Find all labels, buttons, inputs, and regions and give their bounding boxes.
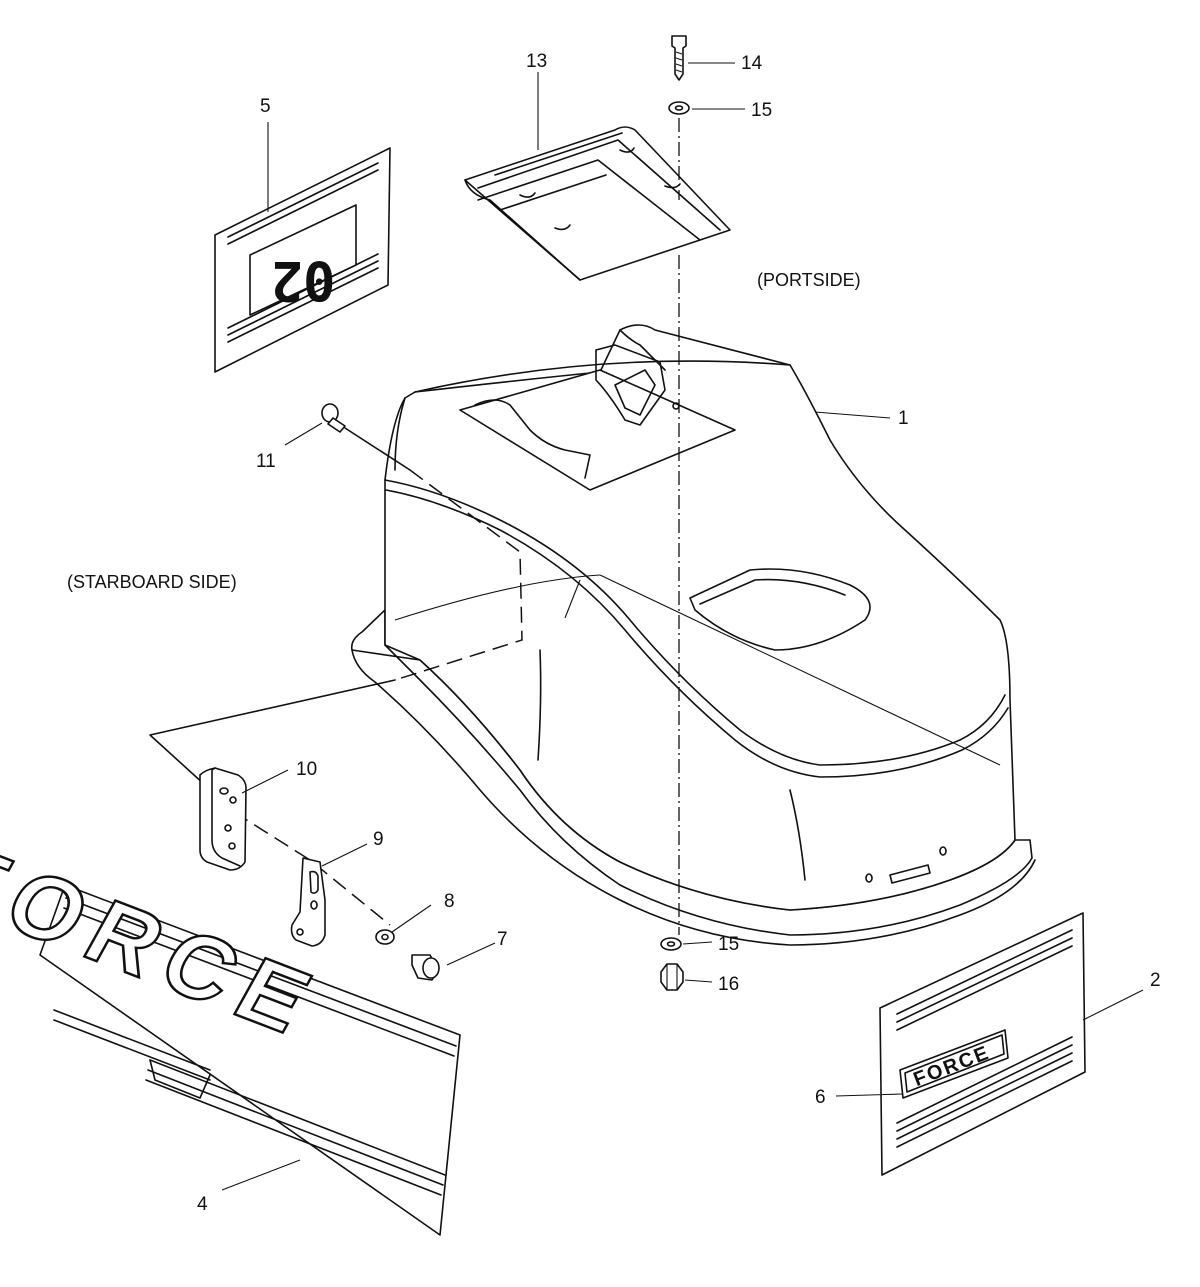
callout-7: 7 [497,929,508,950]
portside-label: (PORTSIDE) [757,270,861,290]
bracket-10 [199,767,247,871]
top-cowl [350,324,1036,946]
starboard-side-label: (STARBOARD SIDE) [67,572,237,592]
callout-6: 6 [815,1087,826,1108]
vent-cover [464,126,731,281]
leader-lines [221,62,1144,1191]
callout-9: 9 [373,829,384,850]
screw-11 [321,403,346,433]
callout-15-bottom: 15 [718,934,739,955]
callout-11: 11 [256,451,276,472]
callout-16: 16 [718,974,739,995]
assembly-lines [149,427,523,926]
callout-1: 1 [898,408,909,429]
callout-4: 4 [197,1194,208,1215]
screw-7 [411,954,440,981]
callout-5: 5 [260,96,271,117]
decal-4-force-large: FORCE [0,823,461,1236]
hp-number-decal-text: 02 [270,249,335,312]
latch-plate-9 [290,857,326,947]
washer-8 [375,929,395,945]
decal-2: FORCE [879,912,1086,1176]
callout-10: 10 [296,759,317,780]
callout-13: 13 [526,51,547,72]
callout-2: 2 [1150,970,1161,991]
vent-fasteners [660,35,690,991]
callout-15-top: 15 [751,100,772,121]
decal-5-hp: 02 [214,147,391,373]
callout-8: 8 [444,891,455,912]
callout-14: 14 [741,53,763,74]
